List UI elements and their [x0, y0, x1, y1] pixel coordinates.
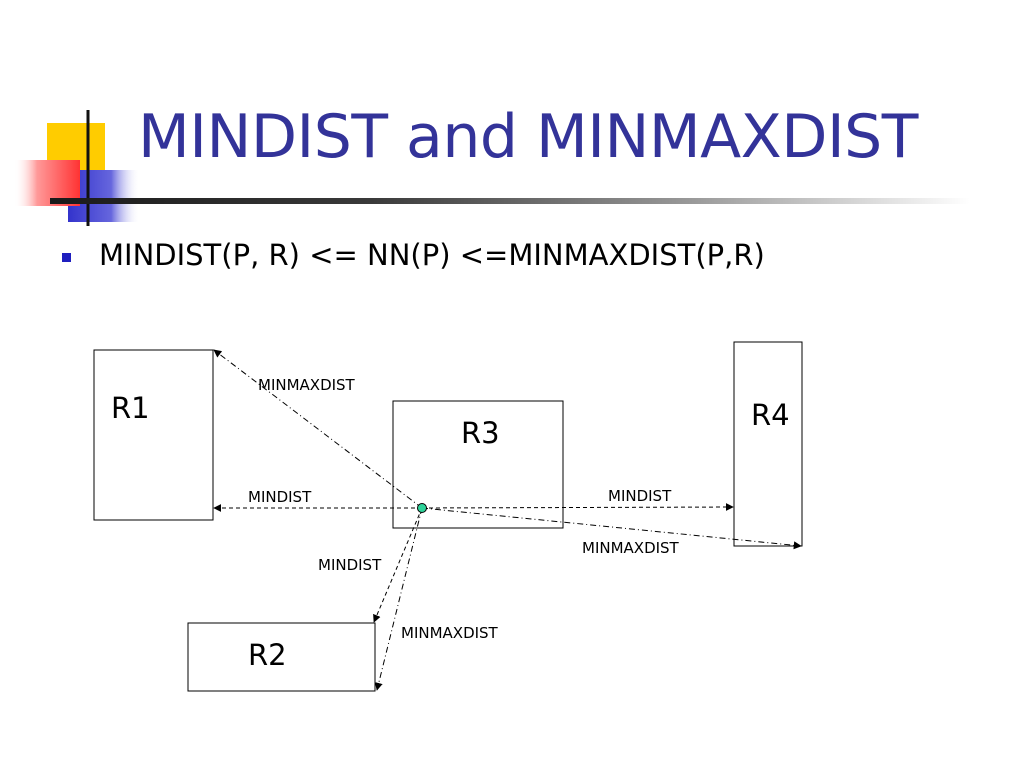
region-r3-label: R3	[461, 416, 500, 450]
query-point-p	[417, 503, 427, 513]
r4-mindist-label: MINDIST	[608, 487, 672, 505]
r2-minmaxdist-arrow	[374, 507, 423, 691]
region-r4-box	[733, 341, 803, 547]
r2-mindist-label: MINDIST	[318, 556, 382, 574]
region-r1-box	[93, 349, 214, 521]
r1-mindist-label: MINDIST	[248, 488, 312, 506]
r4-minmaxdist-arrow	[421, 507, 802, 550]
r4-mindist-arrow	[421, 503, 734, 512]
title-underline	[50, 198, 970, 204]
r1-minmaxdist-label: MINMAXDIST	[258, 376, 356, 394]
bullet-item: MINDIST(P, R) <= NN(P) <=MINMAXDIST(P,R)	[62, 238, 765, 272]
region-r4-label: R4	[751, 398, 790, 432]
slide-title: MINDIST and MINMAXDIST	[138, 102, 918, 172]
bullet-square-icon	[62, 252, 71, 262]
region-r3-box	[392, 400, 564, 529]
region-r2-box	[187, 622, 376, 692]
bullet-text: MINDIST(P, R) <= NN(P) <=MINMAXDIST(P,R)	[99, 238, 765, 272]
r1-minmaxdist-arrow	[213, 349, 423, 509]
region-r1-label: R1	[111, 391, 150, 425]
r2-minmaxdist-label: MINMAXDIST	[401, 624, 499, 642]
r4-minmaxdist-label: MINMAXDIST	[582, 539, 680, 557]
region-r2-label: R2	[248, 638, 287, 672]
